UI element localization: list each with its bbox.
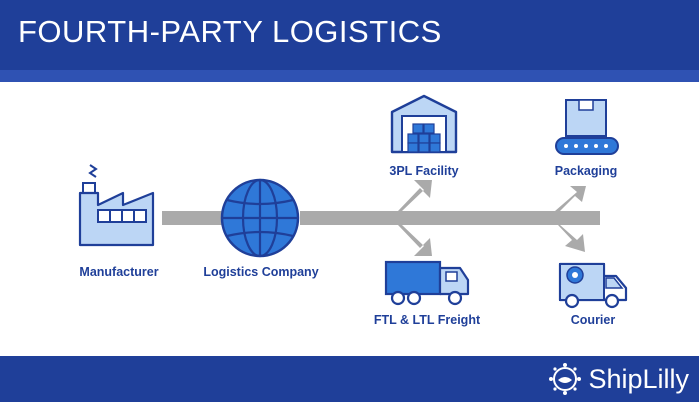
flow-connectors <box>162 180 600 256</box>
brand-name: ShipLilly <box>588 363 689 394</box>
node-label-ftl-ltl-freight: FTL & LTL Freight <box>373 313 481 327</box>
packaging-icon <box>555 99 619 155</box>
courier-van-icon <box>558 262 628 309</box>
globe-icon <box>220 178 300 258</box>
header-accent-strip <box>0 70 699 82</box>
node-label-3pl-facility: 3PL Facility <box>389 164 459 178</box>
node-label-logistics-company: Logistics Company <box>203 265 319 279</box>
page-title: FOURTH-PARTY LOGISTICS <box>18 14 442 49</box>
arrow-to-courier <box>540 225 585 252</box>
freight-truck-icon <box>384 260 470 306</box>
connector-manufacturer-to-logistics <box>162 211 222 225</box>
arrow-to-packaging <box>540 186 586 211</box>
factory-icon <box>78 164 155 247</box>
arrow-to-freight <box>380 225 432 256</box>
warehouse-icon <box>390 94 458 154</box>
brand-logo: ShipLilly <box>548 362 689 396</box>
node-label-manufacturer: Manufacturer <box>79 265 159 279</box>
header-bar: FOURTH-PARTY LOGISTICS <box>0 0 699 70</box>
arrow-to-3pl <box>380 180 432 211</box>
node-label-packaging: Packaging <box>554 164 618 178</box>
node-label-courier: Courier <box>570 313 616 327</box>
connector-main-line <box>300 211 600 225</box>
shiplilly-logo-icon <box>549 363 582 395</box>
footer-bar: ShipLilly <box>0 356 699 402</box>
